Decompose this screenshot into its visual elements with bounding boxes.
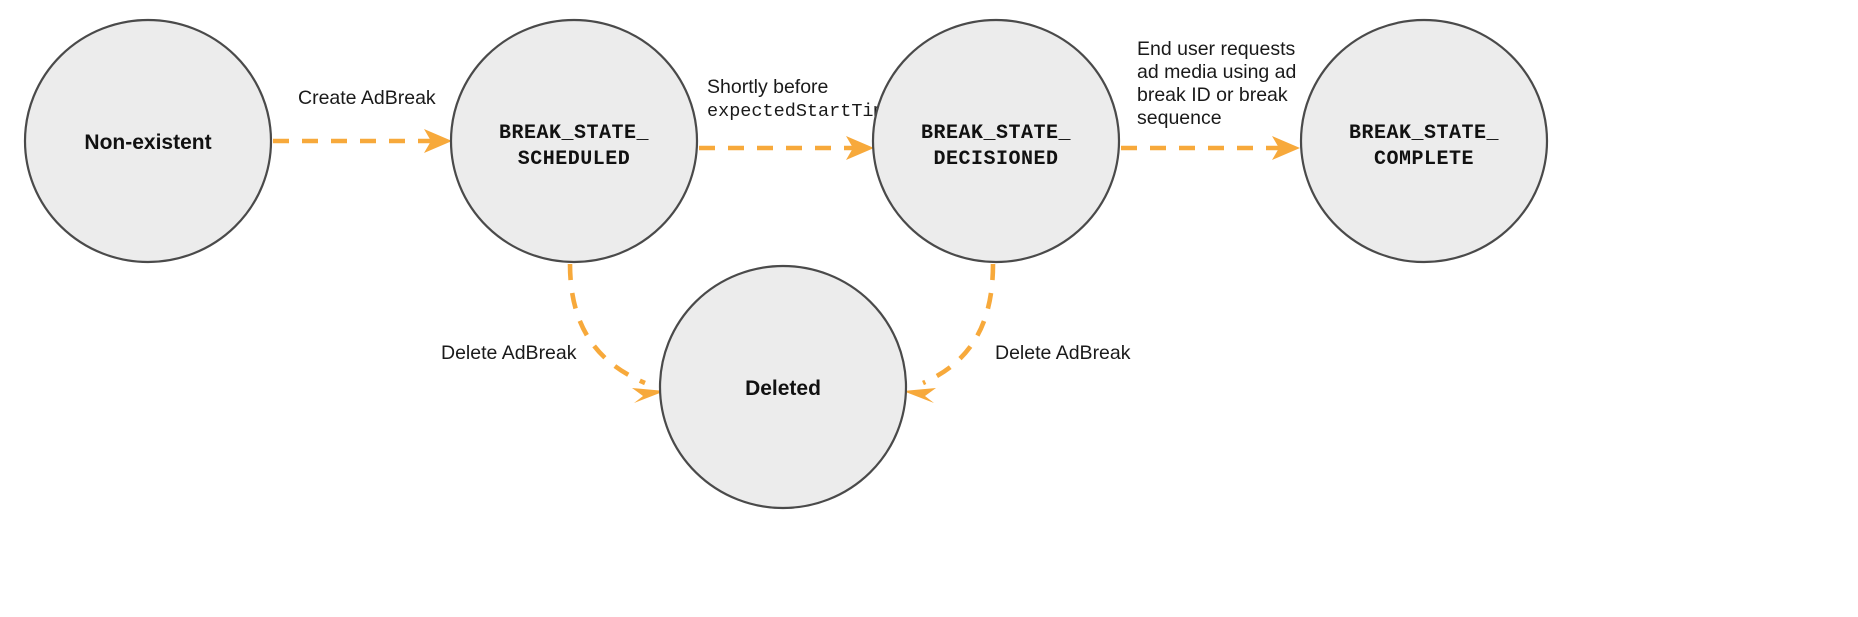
edge-end-user-requests-label-1: ad media using ad — [1137, 61, 1296, 83]
edge-end-user-requests-label-0: End user requests — [1137, 38, 1296, 60]
node-break-state-scheduled[interactable]: BREAK_STATE_ SCHEDULED — [449, 18, 699, 264]
edge-end-user-requests-label-3: sequence — [1137, 107, 1222, 129]
edge-end-user-requests-label-2: break ID or break — [1137, 84, 1288, 106]
edge-shortly-before-label-0: Shortly before — [707, 76, 828, 98]
node-break-state-complete-label-0: BREAK_STATE_ — [1349, 122, 1500, 145]
edge-delete-from-decisioned-arrowhead — [903, 388, 936, 403]
edge-delete-from-scheduled-label-0: Delete AdBreak — [441, 342, 577, 364]
node-break-state-decisioned-label-1: DECISIONED — [933, 148, 1058, 171]
edge-delete-from-scheduled: Delete AdBreak — [441, 263, 665, 403]
node-break-state-scheduled-label-0: BREAK_STATE_ — [499, 122, 650, 145]
edge-shortly-before: Shortly before expectedStartTime — [699, 76, 896, 160]
node-break-state-decisioned-label-0: BREAK_STATE_ — [921, 122, 1072, 145]
node-break-state-scheduled-label-1: SCHEDULED — [518, 148, 631, 171]
node-break-state-decisioned-shape[interactable] — [871, 18, 1121, 264]
edge-delete-from-decisioned-line — [922, 263, 996, 386]
node-break-state-complete[interactable]: BREAK_STATE_ COMPLETE — [1299, 18, 1549, 264]
edge-create-adbreak-arrowhead — [424, 129, 452, 153]
edge-shortly-before-label-1: expectedStartTime — [707, 101, 896, 122]
node-break-state-complete-shape[interactable] — [1299, 18, 1549, 264]
edge-shortly-before-arrowhead — [846, 136, 874, 160]
node-non-existent-shape[interactable] — [23, 18, 273, 264]
node-non-existent[interactable]: Non-existent — [23, 18, 273, 264]
edge-end-user-requests-arrowhead — [1272, 136, 1300, 160]
node-break-state-decisioned[interactable]: BREAK_STATE_ DECISIONED — [871, 18, 1121, 264]
edge-create-adbreak: Create AdBreak — [273, 87, 452, 153]
node-break-state-complete-label-1: COMPLETE — [1374, 148, 1474, 171]
edge-delete-from-decisioned: Delete AdBreak — [903, 263, 1131, 403]
edge-end-user-requests: End user requests ad media using ad brea… — [1121, 38, 1300, 160]
edge-delete-from-scheduled-line — [567, 263, 646, 386]
edge-delete-from-decisioned-label-0: Delete AdBreak — [995, 342, 1131, 364]
node-deleted[interactable]: Deleted — [658, 264, 908, 510]
edge-create-adbreak-label-0: Create AdBreak — [298, 87, 436, 109]
edge-delete-from-scheduled-arrowhead — [632, 388, 665, 403]
node-deleted-shape[interactable] — [658, 264, 908, 510]
node-deleted-label-0: Deleted — [745, 377, 821, 400]
node-break-state-scheduled-shape[interactable] — [449, 18, 699, 264]
node-non-existent-label-0: Non-existent — [84, 131, 211, 154]
